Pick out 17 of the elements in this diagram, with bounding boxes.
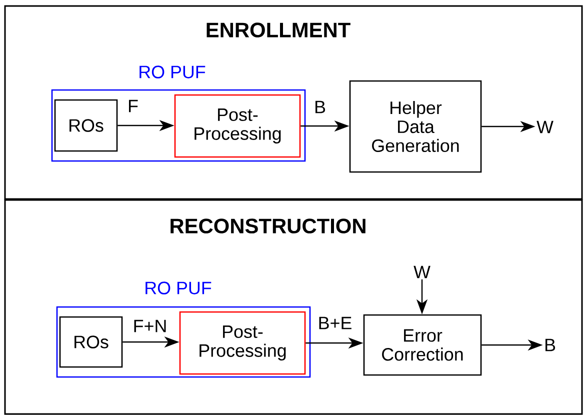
group-label: RO PUF xyxy=(146,282,212,294)
edge-label: F xyxy=(126,98,140,114)
signal-label: W xyxy=(414,266,430,278)
group-label: RO PUF xyxy=(140,66,206,78)
edge-label: B+E xyxy=(316,316,354,330)
process-box: Error Correction xyxy=(363,314,482,376)
process-box: ROs xyxy=(54,99,118,152)
signal-label: B xyxy=(546,338,556,352)
edge-label: B xyxy=(313,100,327,114)
process-box: Post-Processing xyxy=(179,311,306,375)
panel-title: ENROLLMENT xyxy=(206,22,350,38)
panel-title: RECONSTRUCTION xyxy=(170,218,366,234)
signal-label: W xyxy=(536,120,554,134)
process-box: Helper Data Generation xyxy=(349,80,482,173)
process-box: Post-Processing xyxy=(174,94,301,158)
process-box: ROs xyxy=(59,316,123,368)
edge-label: F+N xyxy=(132,318,168,334)
